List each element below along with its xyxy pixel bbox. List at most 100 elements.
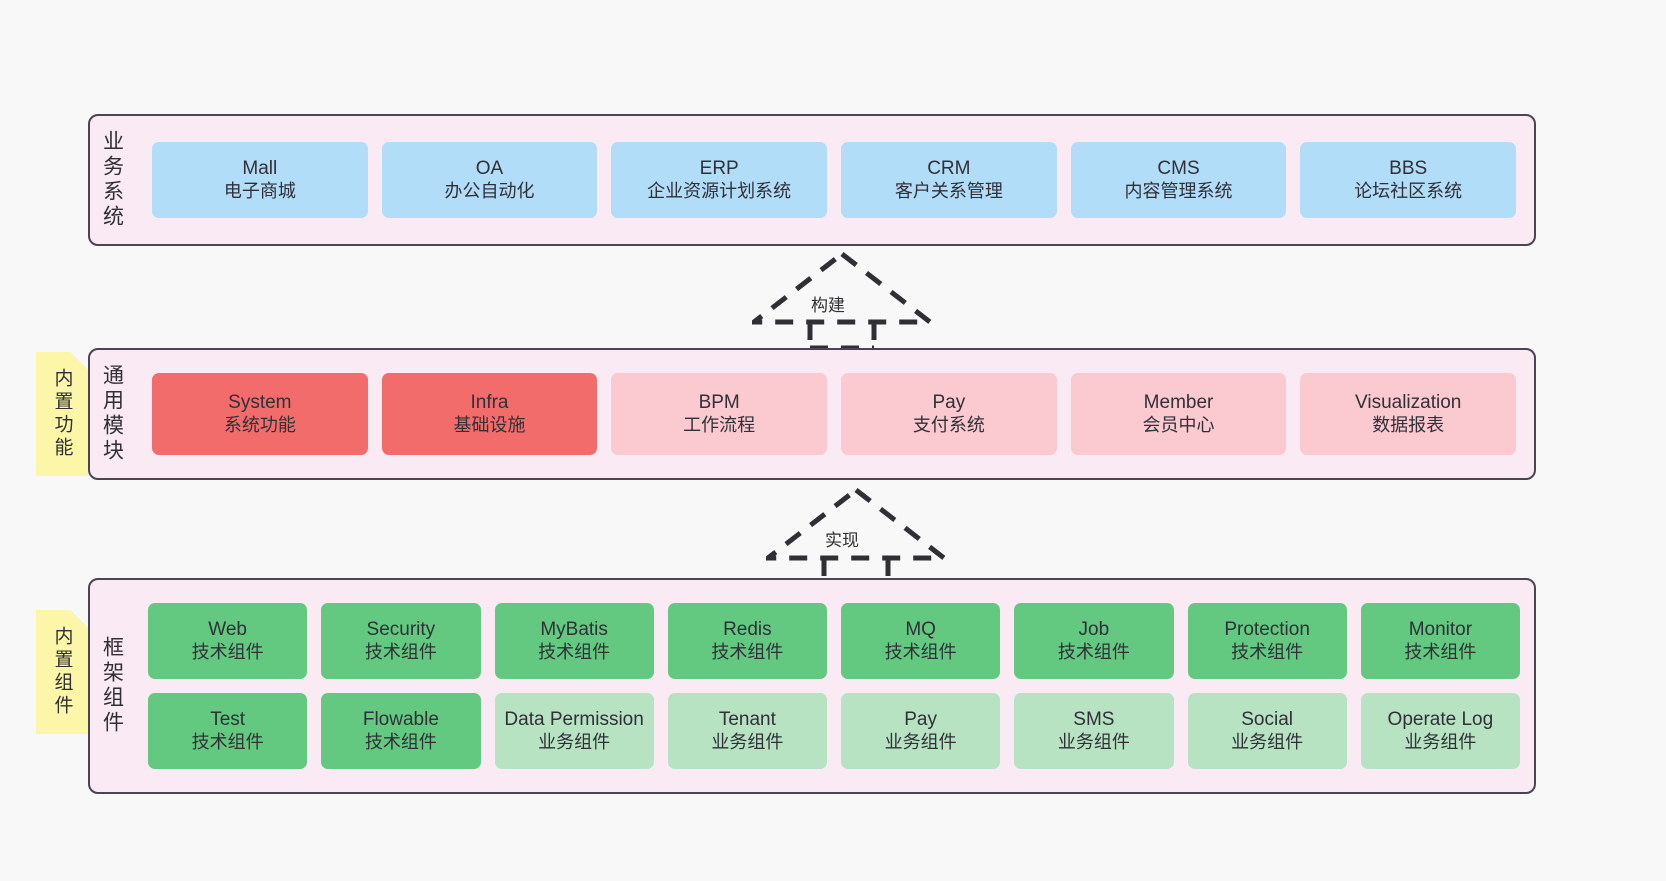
node-label-en: BPM — [698, 392, 740, 414]
node-label-en: OA — [475, 158, 504, 180]
node-test[interactable]: Test 技术组件 — [148, 693, 308, 769]
node-security[interactable]: Security 技术组件 — [321, 603, 481, 679]
node-mall[interactable]: Mall 电子商城 — [152, 142, 368, 218]
node-infra[interactable]: Infra 基础设施 — [381, 373, 598, 455]
node-label-cn: 系统功能 — [223, 414, 296, 435]
node-label-en: ERP — [699, 158, 739, 180]
node-mybatis[interactable]: MyBatis 技术组件 — [494, 603, 654, 679]
node-label-en: MQ — [905, 619, 936, 641]
node-label-cn: 业务组件 — [884, 731, 957, 752]
node-label-cn: 技术组件 — [191, 731, 264, 752]
node-label-en: SMS — [1073, 709, 1115, 731]
layer-body-business: Mall 电子商城 OA 办公自动化 ERP 企业资源计划系统 CRM 客户关系… — [134, 116, 1534, 244]
node-label-en: Test — [210, 709, 246, 731]
node-label-en: CMS — [1157, 158, 1200, 180]
node-mq[interactable]: MQ 技术组件 — [841, 603, 1001, 679]
node-label-en: Visualization — [1355, 392, 1462, 414]
node-job[interactable]: Job 技术组件 — [1014, 603, 1174, 679]
node-bbs[interactable]: BBS 论坛社区系统 — [1300, 142, 1517, 218]
card-row: Test 技术组件 Flowable 技术组件 Data Permission … — [148, 693, 1520, 769]
node-oa[interactable]: OA 办公自动化 — [381, 142, 598, 218]
node-label-en: Data Permission — [504, 709, 644, 731]
node-label-cn: 基础设施 — [453, 414, 526, 435]
node-label-cn: 技术组件 — [1404, 641, 1477, 662]
node-bpm[interactable]: BPM 工作流程 — [611, 373, 828, 455]
node-label-cn: 技术组件 — [1231, 641, 1304, 662]
node-label-cn: 支付系统 — [912, 414, 985, 435]
node-system[interactable]: System 系统功能 — [152, 373, 368, 455]
node-label-en: Web — [208, 619, 247, 641]
node-label-cn: 业务组件 — [1057, 731, 1130, 752]
node-label-cn: 技术组件 — [1057, 641, 1130, 662]
layer-body-common: System 系统功能 Infra 基础设施 BPM 工作流程 Pay 支付系统… — [134, 350, 1534, 478]
node-cms[interactable]: CMS 内容管理系统 — [1070, 142, 1287, 218]
node-pay-module[interactable]: Pay 支付系统 — [841, 373, 1057, 455]
node-sms[interactable]: SMS 业务组件 — [1014, 693, 1174, 769]
sticky-note-builtin-components: 内置组件 — [36, 610, 88, 734]
node-protection[interactable]: Protection 技术组件 — [1187, 603, 1347, 679]
node-label-cn: 技术组件 — [191, 641, 264, 662]
node-label-cn: 技术组件 — [711, 641, 784, 662]
node-label-cn: 工作流程 — [683, 414, 756, 435]
layer-framework-component: 框架组件 Web 技术组件 Security 技术组件 MyBatis 技术组件… — [88, 578, 1536, 794]
node-label-en: CRM — [927, 158, 971, 180]
node-member[interactable]: Member 会员中心 — [1070, 373, 1287, 455]
node-label-cn: 技术组件 — [538, 641, 611, 662]
node-label-en: Protection — [1224, 619, 1310, 641]
node-label-cn: 技术组件 — [364, 731, 437, 752]
node-label-cn: 技术组件 — [884, 641, 957, 662]
layer-body-framework: Web 技术组件 Security 技术组件 MyBatis 技术组件 Redi… — [134, 580, 1534, 792]
node-redis[interactable]: Redis 技术组件 — [667, 603, 827, 679]
node-label-cn: 业务组件 — [1231, 731, 1304, 752]
node-label-en: Monitor — [1408, 619, 1473, 641]
node-monitor[interactable]: Monitor 技术组件 — [1360, 603, 1520, 679]
node-label-cn: 会员中心 — [1142, 414, 1215, 435]
node-erp[interactable]: ERP 企业资源计划系统 — [611, 142, 828, 218]
node-label-en: Pay — [932, 392, 966, 414]
node-label-cn: 企业资源计划系统 — [647, 180, 792, 201]
node-pay-component[interactable]: Pay 业务组件 — [841, 693, 1001, 769]
card-row: System 系统功能 Infra 基础设施 BPM 工作流程 Pay 支付系统… — [152, 373, 1517, 455]
node-crm[interactable]: CRM 客户关系管理 — [841, 142, 1057, 218]
node-label-cn: 论坛社区系统 — [1354, 180, 1463, 201]
node-label-en: Flowable — [362, 709, 439, 731]
node-label-cn: 业务组件 — [1404, 731, 1477, 752]
connector-build-label: 构建 — [811, 296, 845, 315]
node-social[interactable]: Social 业务组件 — [1187, 693, 1347, 769]
node-label-cn: 技术组件 — [364, 641, 437, 662]
node-web[interactable]: Web 技术组件 — [148, 603, 308, 679]
node-label-en: Tenant — [718, 709, 776, 731]
node-label-en: Operate Log — [1387, 709, 1494, 731]
node-label-cn: 内容管理系统 — [1124, 180, 1233, 201]
node-label-en: Mall — [242, 158, 278, 180]
node-label-en: Member — [1143, 392, 1214, 414]
sticky-note-builtin-features: 内置功能 — [36, 352, 88, 476]
node-label-cn: 客户关系管理 — [894, 180, 1003, 201]
node-label-cn: 业务组件 — [711, 731, 784, 752]
node-label-en: System — [228, 392, 292, 414]
layer-business-system: 业务系统 Mall 电子商城 OA 办公自动化 ERP 企业资源计划系统 CRM… — [88, 114, 1536, 246]
node-label-cn: 业务组件 — [538, 731, 611, 752]
node-label-en: Redis — [723, 619, 772, 641]
node-label-en: BBS — [1389, 158, 1428, 180]
node-visualization[interactable]: Visualization 数据报表 — [1300, 373, 1517, 455]
node-data-permission[interactable]: Data Permission 业务组件 — [494, 693, 654, 769]
node-label-en: Job — [1078, 619, 1110, 641]
connector-implement-label: 实现 — [825, 531, 859, 550]
layer-title-business: 业务系统 — [100, 130, 124, 230]
node-label-en: Social — [1241, 709, 1293, 731]
card-row: Mall 电子商城 OA 办公自动化 ERP 企业资源计划系统 CRM 客户关系… — [152, 142, 1517, 218]
node-flowable[interactable]: Flowable 技术组件 — [321, 693, 481, 769]
layer-title-framework: 框架组件 — [100, 636, 124, 736]
layer-common-module: 通用模块 System 系统功能 Infra 基础设施 BPM 工作流程 Pay… — [88, 348, 1536, 480]
node-tenant[interactable]: Tenant 业务组件 — [667, 693, 827, 769]
node-label-en: Infra — [470, 392, 509, 414]
node-label-en: Security — [366, 619, 436, 641]
card-row: Web 技术组件 Security 技术组件 MyBatis 技术组件 Redi… — [148, 603, 1520, 679]
node-label-cn: 办公自动化 — [444, 180, 535, 201]
node-label-en: MyBatis — [540, 619, 608, 641]
node-label-cn: 数据报表 — [1372, 414, 1445, 435]
node-label-en: Pay — [904, 709, 937, 731]
layer-title-common: 通用模块 — [100, 364, 124, 464]
node-operate-log[interactable]: Operate Log 业务组件 — [1360, 693, 1520, 769]
